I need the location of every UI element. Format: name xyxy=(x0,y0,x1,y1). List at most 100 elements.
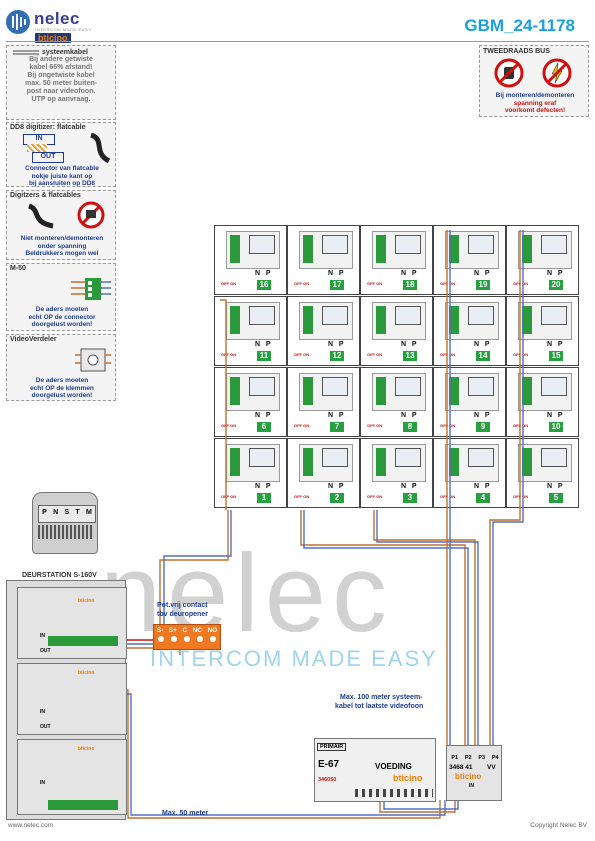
note-dd8: DD8 digitizer: flatcable IN OUT Connecto… xyxy=(6,122,116,187)
contact-label-line2: tbv deuropener xyxy=(157,611,208,618)
relay-terminal-label: NC xyxy=(192,627,202,634)
videofoon-handset xyxy=(518,373,572,411)
terminal-icon xyxy=(230,448,240,476)
watermark-tagline: INTERCOM MADE EASY xyxy=(150,646,438,671)
flatcable-icon xyxy=(27,144,47,152)
videofoon-handset xyxy=(299,444,353,482)
note-digitizers: Digitzers & flatcables Niet monteren/dem… xyxy=(6,190,116,260)
note-videoverdeler-line: echt OP de klemmen xyxy=(30,384,94,392)
module-in-label: IN xyxy=(40,709,45,715)
power-brand: bticino xyxy=(393,773,423,783)
np-label: N P xyxy=(547,412,563,419)
note-digitizers-title: Digitzers & flatcables xyxy=(10,192,81,199)
note-dd8-line: bij aansluiten op DD8 xyxy=(28,180,96,187)
module-in-label: IN xyxy=(40,633,45,639)
note-videoverdeler-line: De aders moeten xyxy=(35,377,89,384)
logo-name: nelec xyxy=(34,9,80,28)
videofoon-handset xyxy=(299,302,353,340)
terminal-icon xyxy=(303,306,313,334)
note-m50-line: echt OP de connector xyxy=(28,313,96,321)
note-dd8-line: nokje juiste kant op xyxy=(31,172,93,180)
watermark-nelec: nelec xyxy=(100,532,393,655)
note-videoverdeler-line: doorgelust worden! xyxy=(31,392,93,399)
videofoon-handset xyxy=(226,302,280,340)
door-module-keypad: bticino IN OUT xyxy=(17,663,127,735)
distributor-part: 3468 41 xyxy=(449,764,473,771)
monitor-screen-icon xyxy=(395,306,421,325)
note-systeem-line: post naar videofoon. xyxy=(26,88,96,95)
no-plug-icon xyxy=(494,58,524,88)
videofoon-handset xyxy=(518,231,572,269)
note-tweedraads-title: TWEEDRAADS BUS xyxy=(483,48,550,55)
monitor-screen-icon xyxy=(322,377,348,396)
videofoon-handset xyxy=(299,373,353,411)
note-dd8-line: Connector van flatcable xyxy=(25,165,99,172)
monitor-screen-icon xyxy=(541,448,567,467)
videofoon-handset xyxy=(372,302,426,340)
offon-switch: OFF ON xyxy=(221,281,237,286)
note-systeemkabel: systeemkabel Bij andere getwiste kabel 6… xyxy=(6,45,116,120)
door-module-audio: bticino IN OUT xyxy=(17,587,127,659)
note-systeem-line: Bij ongetwiste kabel xyxy=(27,72,95,79)
videofoon-handset xyxy=(518,302,572,340)
handset-number: 10 xyxy=(549,422,563,432)
videofoon-handset xyxy=(372,231,426,269)
videoverdeler-icon xyxy=(75,348,111,372)
max100-line1: Max. 100 meter systeem- xyxy=(340,694,423,701)
module-out-label: OUT xyxy=(40,648,51,654)
note-m50-title: M-50 xyxy=(10,265,26,272)
terminal-icon xyxy=(522,377,532,405)
np-label: N P xyxy=(255,270,271,277)
power-wire xyxy=(383,795,459,810)
distributor-port-label: P1 xyxy=(451,755,459,761)
bus-wire xyxy=(300,510,466,745)
terminal-icon xyxy=(449,377,459,405)
door-terminal-label: M xyxy=(85,509,92,516)
logo-tagline: INTERCOM MADE EASY xyxy=(35,27,92,32)
handset-number: 2 xyxy=(330,493,344,503)
terminal-icon xyxy=(303,235,313,263)
monitor-screen-icon xyxy=(541,377,567,396)
header-divider xyxy=(6,41,589,42)
door-terminal-label: S xyxy=(64,509,70,516)
door-terminal-label: T xyxy=(75,509,80,516)
monitor-screen-icon xyxy=(541,235,567,254)
power-voeding: VOEDING xyxy=(375,762,412,771)
relay-terminal-label: NO xyxy=(207,627,218,634)
terminal-icon xyxy=(230,306,240,334)
distributor-port-label: P3 xyxy=(478,755,486,761)
monitor-screen-icon xyxy=(468,448,494,467)
handset-number: 19 xyxy=(476,280,490,290)
note-systeem-title: systeemkabel xyxy=(42,49,88,56)
flatcable-icon xyxy=(27,203,54,229)
bus-wire xyxy=(373,510,476,745)
dd8-out-label: OUT xyxy=(32,152,64,163)
note-videoverdeler-title: VideoVerdeler xyxy=(10,336,57,343)
monitor-screen-icon xyxy=(468,306,494,325)
monitor-screen-icon xyxy=(468,235,494,254)
videofoon-handset xyxy=(445,444,499,482)
videofoon-handset xyxy=(445,231,499,269)
nelec-logo-icon xyxy=(6,10,30,34)
power-model: E-67 xyxy=(318,759,340,770)
terminal-icon xyxy=(376,235,386,263)
terminal-icon xyxy=(230,235,240,263)
handset-number: 17 xyxy=(330,280,344,290)
connector-icon xyxy=(71,278,111,300)
footer-copyright: Copyright Nelec BV xyxy=(530,822,587,829)
np-label: N P xyxy=(401,412,417,419)
videofoon-handset xyxy=(445,373,499,411)
note-digitizers-line: onder spanning xyxy=(37,242,87,250)
np-label: N P xyxy=(474,483,490,490)
videofoon-handset xyxy=(445,302,499,340)
